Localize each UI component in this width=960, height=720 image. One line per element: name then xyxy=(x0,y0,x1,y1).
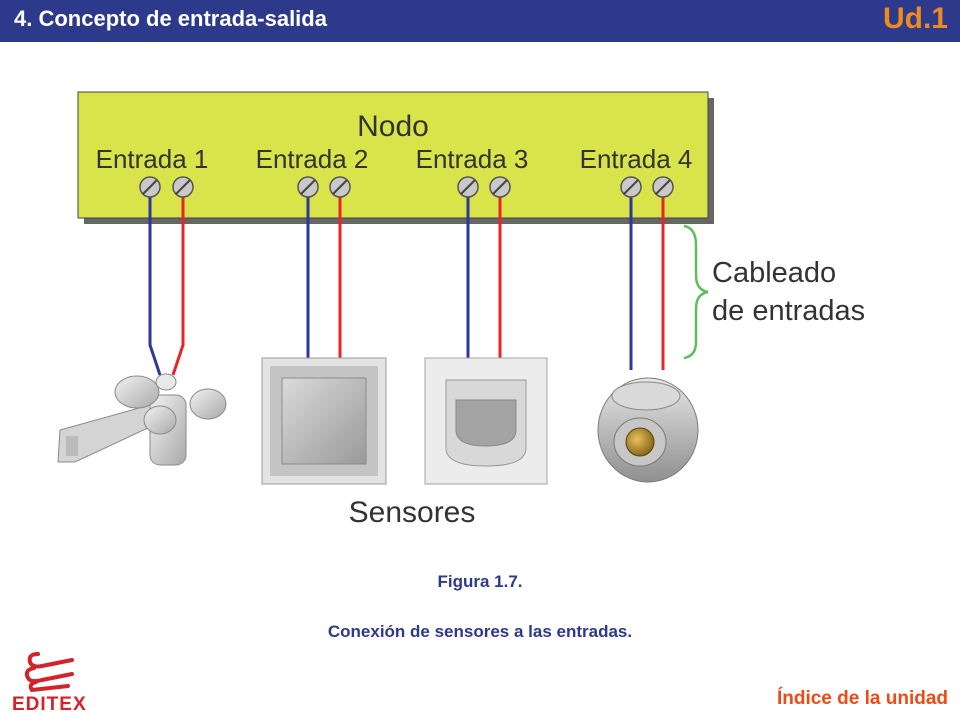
screw-terminal-icon xyxy=(329,176,351,198)
wire-positive-1 xyxy=(171,190,185,376)
screw-terminal-icon xyxy=(620,176,642,198)
index-link[interactable]: Índice de la unidad xyxy=(776,688,948,709)
input-label-1: Entrada 1 xyxy=(96,144,209,174)
terminals xyxy=(139,176,674,198)
logo-text: EDITEX xyxy=(12,694,87,715)
screw-terminal-icon xyxy=(489,176,511,198)
wiring-label-line1: Cableado xyxy=(712,257,836,289)
wire-negative-1 xyxy=(148,190,162,376)
io-diagram: Nodo Entrada 1 Entrada 2 Entrada 3 Entra… xyxy=(57,91,865,529)
input-label-4: Entrada 4 xyxy=(580,144,693,174)
input-label-2: Entrada 2 xyxy=(256,144,369,174)
screw-terminal-icon xyxy=(139,176,161,198)
node-label: Nodo xyxy=(357,110,429,143)
switch-icon xyxy=(261,357,387,485)
anemometer-icon xyxy=(57,373,227,466)
wires xyxy=(148,190,665,376)
wiring-bracket xyxy=(683,224,709,360)
screw-terminal-icon xyxy=(297,176,319,198)
screw-terminal-icon xyxy=(172,176,194,198)
screw-terminal-icon xyxy=(457,176,479,198)
wiring-label-line2: de entradas xyxy=(712,295,865,327)
motion-detector-icon xyxy=(424,357,548,485)
input-label-3: Entrada 3 xyxy=(416,144,529,174)
header-bar: 4. Concepto de entrada-salida Ud.1 xyxy=(0,0,960,42)
unit-tag: Ud.1 xyxy=(882,2,948,35)
figure-number: Figura 1.7. xyxy=(437,572,523,591)
section-title: 4. Concepto de entrada-salida xyxy=(14,6,327,31)
screw-terminal-icon xyxy=(652,176,674,198)
thermostat-icon xyxy=(597,377,699,483)
logo-mark-icon xyxy=(24,652,74,693)
figure-caption: Conexión de sensores a las entradas. xyxy=(327,622,633,641)
sensors-label: Sensores xyxy=(349,496,476,529)
editex-logo: EDITEX xyxy=(12,652,87,715)
